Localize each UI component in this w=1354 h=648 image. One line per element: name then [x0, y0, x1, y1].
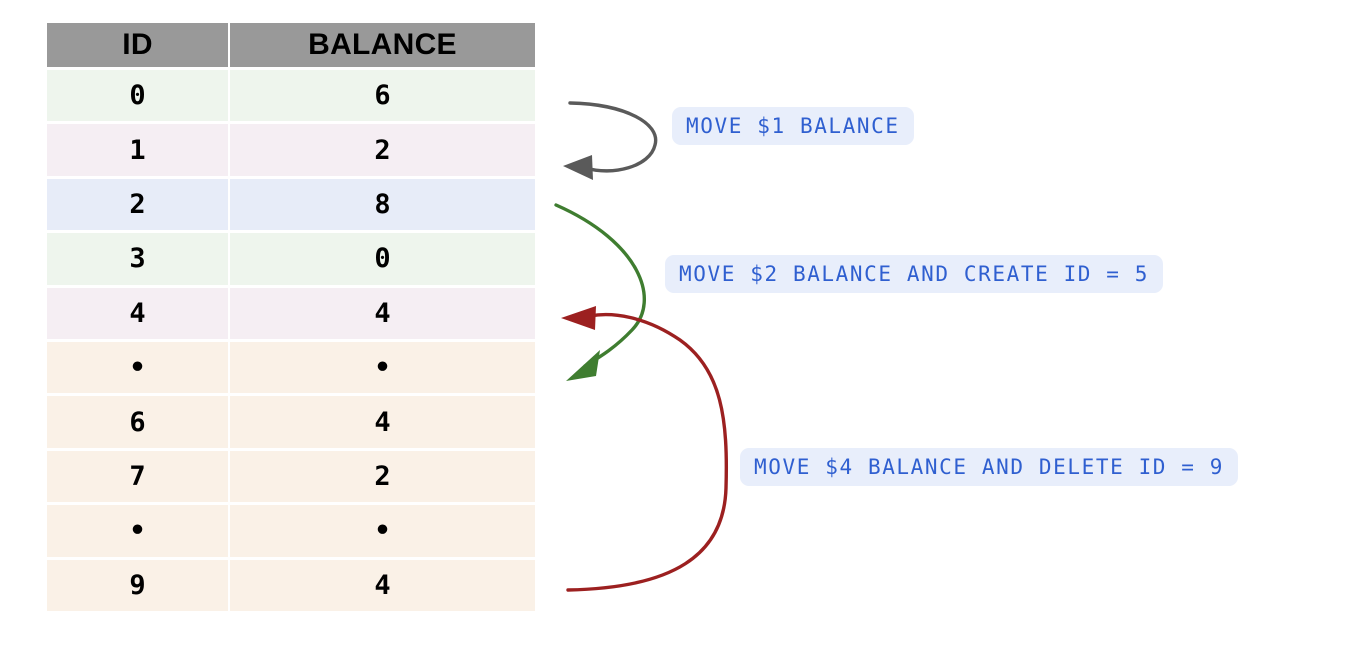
cell-balance: 4 — [230, 396, 535, 448]
cell-balance: 0 — [230, 233, 535, 285]
annotation-badge-move1: MOVE $1 BALANCE — [672, 107, 914, 145]
cell-id: 7 — [47, 450, 228, 503]
cell-id: 3 — [47, 233, 228, 285]
cell-balance: 4 — [230, 287, 535, 339]
arrow-move1 — [563, 101, 658, 180]
cell-balance: • — [230, 505, 535, 557]
cell-balance: 2 — [230, 124, 535, 176]
cell-balance: 6 — [230, 70, 535, 122]
cell-balance: • — [230, 341, 535, 394]
column-header-id: ID — [47, 23, 228, 67]
arrow-move3 — [561, 306, 728, 592]
cell-id: 2 — [47, 178, 228, 231]
cell-id: • — [47, 341, 228, 394]
table-header-row: ID BALANCE — [47, 23, 535, 67]
table-header: ID BALANCE — [47, 23, 535, 67]
cell-id: 4 — [47, 287, 228, 339]
cell-balance: 4 — [230, 559, 535, 611]
table-row: •• — [47, 505, 535, 557]
cell-balance: 8 — [230, 178, 535, 231]
cell-id: 9 — [47, 559, 228, 611]
cell-id: 6 — [47, 396, 228, 448]
arrow-move2 — [554, 203, 647, 381]
annotation-badge-move3: MOVE $4 BALANCE AND DELETE ID = 9 — [740, 448, 1239, 486]
cell-balance: 2 — [230, 450, 535, 503]
cell-id: 0 — [47, 70, 228, 122]
annotation-badge-move2: MOVE $2 BALANCE AND CREATE ID = 5 — [665, 255, 1164, 293]
column-header-balance: BALANCE — [230, 23, 535, 67]
table-row: •• — [47, 341, 535, 394]
cell-id: • — [47, 505, 228, 557]
cell-id: 1 — [47, 124, 228, 176]
